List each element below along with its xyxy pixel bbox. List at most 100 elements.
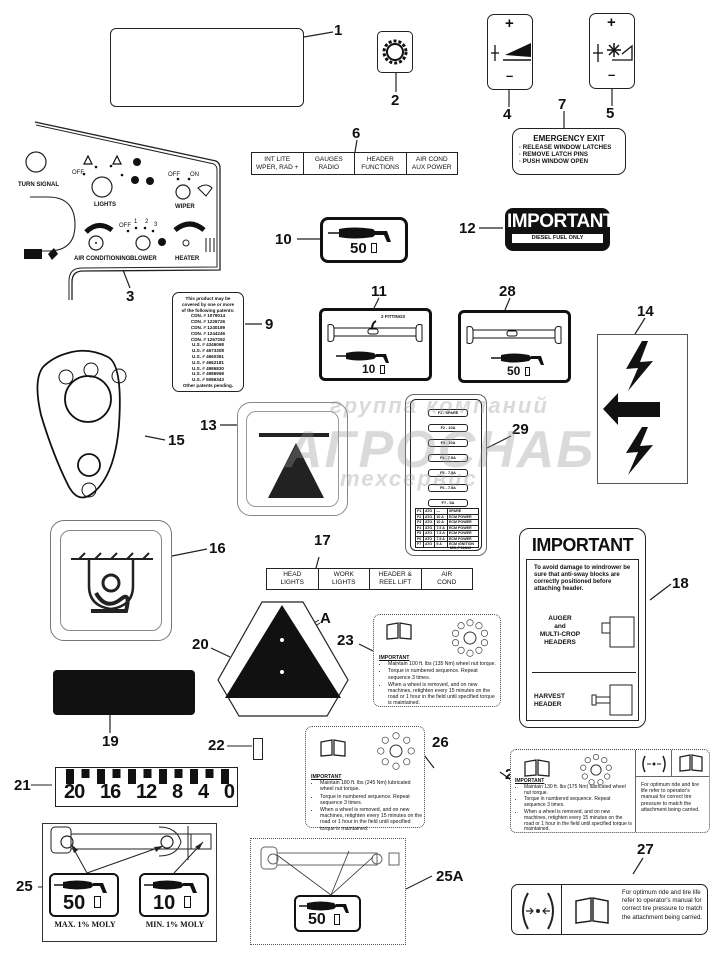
reel-adjust-icon — [593, 43, 633, 62]
patent-line: U.S. # 4986830 — [192, 365, 224, 371]
decal-5-reel-height: + – — [589, 13, 635, 89]
ruler-minor-tick — [174, 769, 183, 778]
hourglass-icon — [184, 896, 191, 908]
callout-21: 21 — [14, 777, 31, 794]
driveshaft-icon — [466, 326, 562, 365]
grease-hours: 50 — [350, 240, 367, 257]
minus-sign: – — [506, 68, 514, 83]
patent-line: CDN. # 1267292 — [190, 336, 226, 342]
wheel-bolt — [584, 757, 591, 764]
fuse-slot: F6 - 7.5A — [428, 484, 468, 492]
harvest-header-icon — [591, 684, 633, 716]
callout-26: 26 — [432, 734, 449, 751]
torque-instructions: IMPORTANT Maintain 100 ft. lbs (135 Nm) … — [379, 655, 499, 708]
plus-sign: + — [607, 14, 616, 31]
wheel-bolt — [403, 758, 411, 766]
grease-hours: 50 — [308, 911, 326, 928]
ruler-minor-tick — [205, 769, 214, 778]
wheel-bolt — [597, 779, 604, 786]
torque-step: Torque in numbered sequence. Repeat sequ… — [320, 794, 423, 806]
patent-line: covered by one or more — [181, 301, 235, 307]
wheel-hub — [463, 631, 477, 645]
decal-25-driveshaft-grease: 50 MAX. 1% MOLY 10 MIN. 1% MOLY — [42, 823, 217, 942]
callout-28: 28 — [499, 283, 516, 300]
patent-line: This product may be — [185, 296, 231, 301]
ruler-major-tick — [159, 769, 167, 784]
fuse-table-cell: F7 — [415, 541, 424, 548]
decal-16-tie-down — [50, 520, 172, 641]
patent-line: U.S. # 4986968 — [192, 371, 224, 377]
fuse-slot: F4 - 7.5A — [428, 454, 468, 462]
ruler-ticks — [66, 769, 229, 784]
decal-4-header-height: + – — [487, 14, 533, 90]
blower-label: BLOWER — [130, 256, 157, 262]
grease-box-left: 50 — [49, 873, 119, 917]
air-conditioning-label: AIR CONDITIONING — [74, 256, 131, 262]
torque-step: Maintain 180 ft. lbs (245 Nm) lubricated… — [320, 780, 423, 792]
important-title: IMPORTANT — [531, 535, 634, 555]
torque-instructions: IMPORTANT Maintain 130 ft. lbs (175 Nm) … — [515, 778, 633, 834]
emergency-exit-title: EMERGENCY EXIT — [533, 134, 605, 143]
hourglass-icon — [94, 896, 101, 908]
ruler-label: 20 — [64, 781, 85, 803]
wheel-bolt — [605, 764, 612, 771]
wheel-bolt — [581, 773, 588, 780]
callout-1: 1 — [334, 22, 343, 39]
decal-11-driveshaft-10h: 2 FITTINGS 10 — [319, 308, 432, 381]
patent-line: CDN. # 1226726 — [190, 319, 226, 325]
wheel-bolt — [381, 736, 389, 744]
divider — [532, 672, 636, 673]
fuse-slot: F2 - 10A — [428, 424, 468, 432]
fitting-note: 2 FITTINGS — [381, 314, 406, 319]
grease-gun-icon — [54, 880, 107, 893]
auger-header-icon — [601, 616, 635, 648]
wheel-bolt — [480, 629, 489, 637]
slow-moving-vehicle-icon — [259, 433, 329, 498]
wheel-bolt — [407, 747, 415, 755]
decal-28-driveshaft-50h: 50 — [458, 310, 571, 383]
callout-23: 23 — [337, 632, 354, 649]
plus-sign: + — [505, 15, 514, 32]
callout-27: 27 — [637, 841, 654, 858]
callout-6: 6 — [352, 125, 361, 142]
important-title: IMPORTANT — [507, 211, 615, 232]
callout-22: 22 — [208, 737, 225, 754]
wheel-bolt — [475, 622, 483, 630]
ruler-major-tick — [221, 769, 229, 784]
decal-25a-driveshaft-grease: 50 — [250, 838, 406, 945]
important-heading: IMPORTANT — [379, 655, 410, 661]
hourglass-icon — [334, 914, 340, 925]
lightning-arrow-icon — [603, 341, 660, 475]
grease-hours: 50 — [507, 364, 521, 378]
decal-15-ignition-plate — [36, 349, 127, 499]
decal-1-blank-plate — [110, 28, 304, 107]
emergency-exit-step: · PUSH WINDOW OPEN — [519, 158, 589, 165]
decal-18-important-windrower: IMPORTANT To avoid damage to windrower b… — [519, 528, 646, 728]
fuse-table-cell: 5 A — [434, 541, 449, 548]
decal-13-warning-triangle — [237, 402, 348, 516]
wheel-hub — [590, 764, 602, 776]
wheel-bolt — [457, 622, 465, 630]
wheel-bolt — [592, 754, 600, 761]
callout-20: 20 — [192, 636, 209, 653]
tire-pressure-icon — [642, 755, 666, 773]
part-number: MD-P11849 — [450, 545, 472, 550]
divider — [635, 776, 709, 777]
wiper-label: WIPER — [175, 204, 195, 210]
patent-line: CDN. # 1079014 — [190, 313, 226, 319]
callout-9: 9 — [265, 316, 274, 333]
callout-19: 19 — [102, 733, 119, 750]
turn-signal-label: TURN SIGNAL — [18, 182, 59, 188]
